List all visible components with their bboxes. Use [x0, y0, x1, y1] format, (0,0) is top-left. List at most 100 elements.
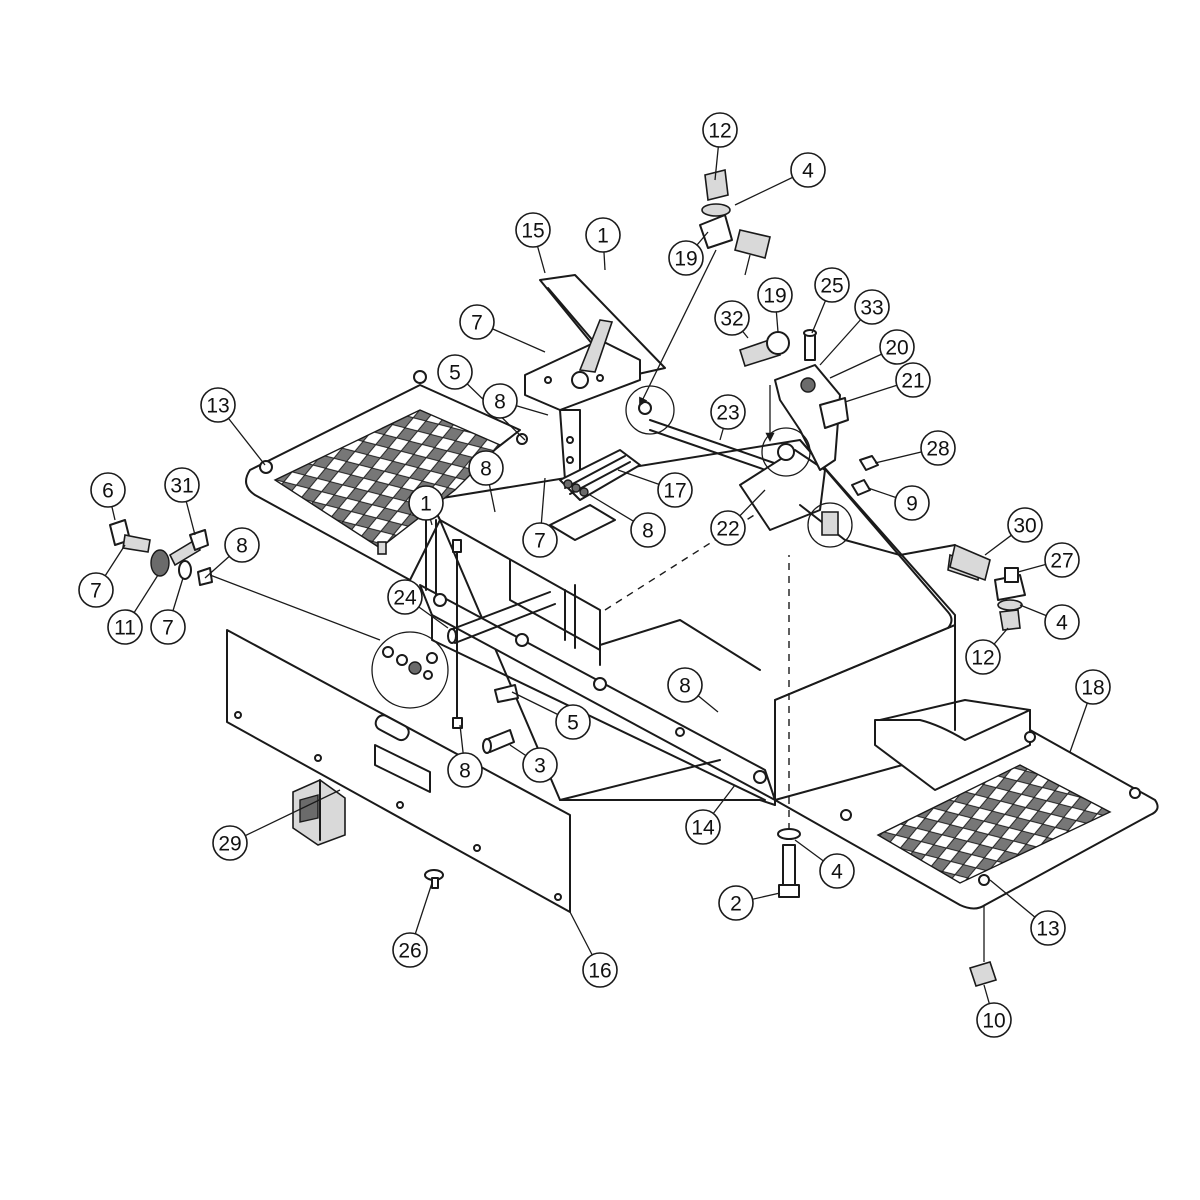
screw-part-26: [424, 869, 444, 889]
callout-label: 30: [1013, 515, 1036, 538]
callout-label: 2: [730, 893, 742, 916]
callout-8: 8: [224, 527, 260, 563]
callout-8: 8: [667, 667, 703, 703]
callout-label: 4: [1056, 612, 1068, 635]
callout-6: 6: [90, 472, 126, 508]
callout-label: 23: [716, 402, 739, 425]
callout-label: 26: [398, 940, 421, 963]
bell-crank-part-21-22: [739, 364, 849, 531]
bolt-part-25: [803, 329, 817, 361]
callout-label: 4: [831, 861, 843, 884]
callout-4: 4: [790, 152, 826, 188]
nut-part-9: [851, 479, 871, 496]
latch-part-29: [292, 779, 346, 846]
callout-label: 8: [459, 760, 471, 783]
callout-12: 12: [702, 112, 738, 148]
callout-13: 13: [200, 387, 236, 423]
callout-label: 8: [679, 675, 691, 698]
callout-label: 10: [982, 1010, 1005, 1033]
callout-4: 4: [819, 853, 855, 889]
callout-3: 3: [522, 747, 558, 783]
callout-label: 15: [521, 220, 544, 243]
callout-27: 27: [1044, 542, 1080, 578]
callout-label: 31: [170, 475, 193, 498]
callout-label: 5: [567, 712, 579, 735]
callout-19: 19: [668, 240, 704, 276]
callout-17: 17: [657, 472, 693, 508]
callout-7: 7: [78, 572, 114, 608]
callout-21: 21: [895, 362, 931, 398]
callout-label: 27: [1050, 550, 1073, 573]
callout-label: 13: [206, 395, 229, 418]
callout-24: 24: [387, 579, 423, 615]
callout-label: 21: [901, 370, 924, 393]
callout-1: 1: [408, 485, 444, 521]
callout-23: 23: [710, 394, 746, 430]
rod-end-part-32-19: [739, 331, 790, 442]
callout-label: 12: [708, 120, 731, 143]
callout-31: 31: [164, 467, 200, 503]
bolt-part-5-lower: [494, 684, 519, 703]
callout-label: 8: [494, 391, 506, 414]
callout-label: 7: [471, 312, 483, 335]
small-plate: [549, 504, 616, 541]
callout-label: 20: [885, 337, 908, 360]
callout-label: 3: [534, 755, 546, 778]
callout-32: 32: [714, 300, 750, 336]
callout-label: 9: [906, 493, 918, 516]
pedal-part-15: [524, 274, 666, 481]
callout-label: 8: [642, 520, 654, 543]
clip-part-10: [968, 961, 998, 987]
callout-7: 7: [522, 522, 558, 558]
callout-2: 2: [718, 885, 754, 921]
callout-30: 30: [1007, 507, 1043, 543]
callout-label: 1: [420, 493, 432, 516]
callout-label: 7: [534, 530, 546, 553]
callout-label: 19: [763, 285, 786, 308]
nut-part-28: [859, 455, 879, 471]
bolt-top-1: [452, 539, 462, 553]
callout-26: 26: [392, 932, 428, 968]
callout-label: 8: [236, 535, 248, 558]
callout-16: 16: [582, 952, 618, 988]
callout-label: 1: [597, 225, 609, 248]
callout-5: 5: [555, 704, 591, 740]
slide-bracket-part-17: [559, 449, 641, 501]
callout-label: 29: [218, 833, 241, 856]
callout-8: 8: [447, 752, 483, 788]
callout-4: 4: [1044, 604, 1080, 640]
bolt-part-3: [482, 729, 515, 754]
leader-29: [229, 789, 341, 844]
callout-1: 1: [585, 217, 621, 253]
callout-7: 7: [459, 304, 495, 340]
callout-label: 24: [393, 587, 417, 610]
top-rod-end-assembly: [639, 169, 771, 407]
callout-label: 7: [162, 617, 174, 640]
callout-label: 6: [102, 480, 114, 503]
callout-label: 13: [1036, 918, 1059, 941]
callout-9: 9: [894, 485, 930, 521]
callout-18: 18: [1075, 669, 1111, 705]
callout-label: 32: [720, 308, 743, 331]
left-foot-plate: [245, 370, 528, 581]
callout-label: 4: [802, 160, 814, 183]
callout-25: 25: [814, 267, 850, 303]
callout-label: 25: [820, 275, 843, 298]
callout-13: 13: [1030, 910, 1066, 946]
callout-20: 20: [879, 329, 915, 365]
callout-label: 22: [716, 518, 739, 541]
callout-10: 10: [976, 1002, 1012, 1038]
nut-8-lower: [452, 717, 463, 729]
callout-28: 28: [920, 430, 956, 466]
right-rod-end-assembly: [949, 543, 1026, 631]
callout-8: 8: [468, 450, 504, 486]
callout-33: 33: [854, 289, 890, 325]
right-foot-plate-part-18: [774, 699, 1159, 910]
callout-14: 14: [685, 809, 721, 845]
callout-label: 17: [663, 480, 686, 503]
callout-19: 19: [757, 277, 793, 313]
callout-label: 11: [114, 617, 136, 640]
